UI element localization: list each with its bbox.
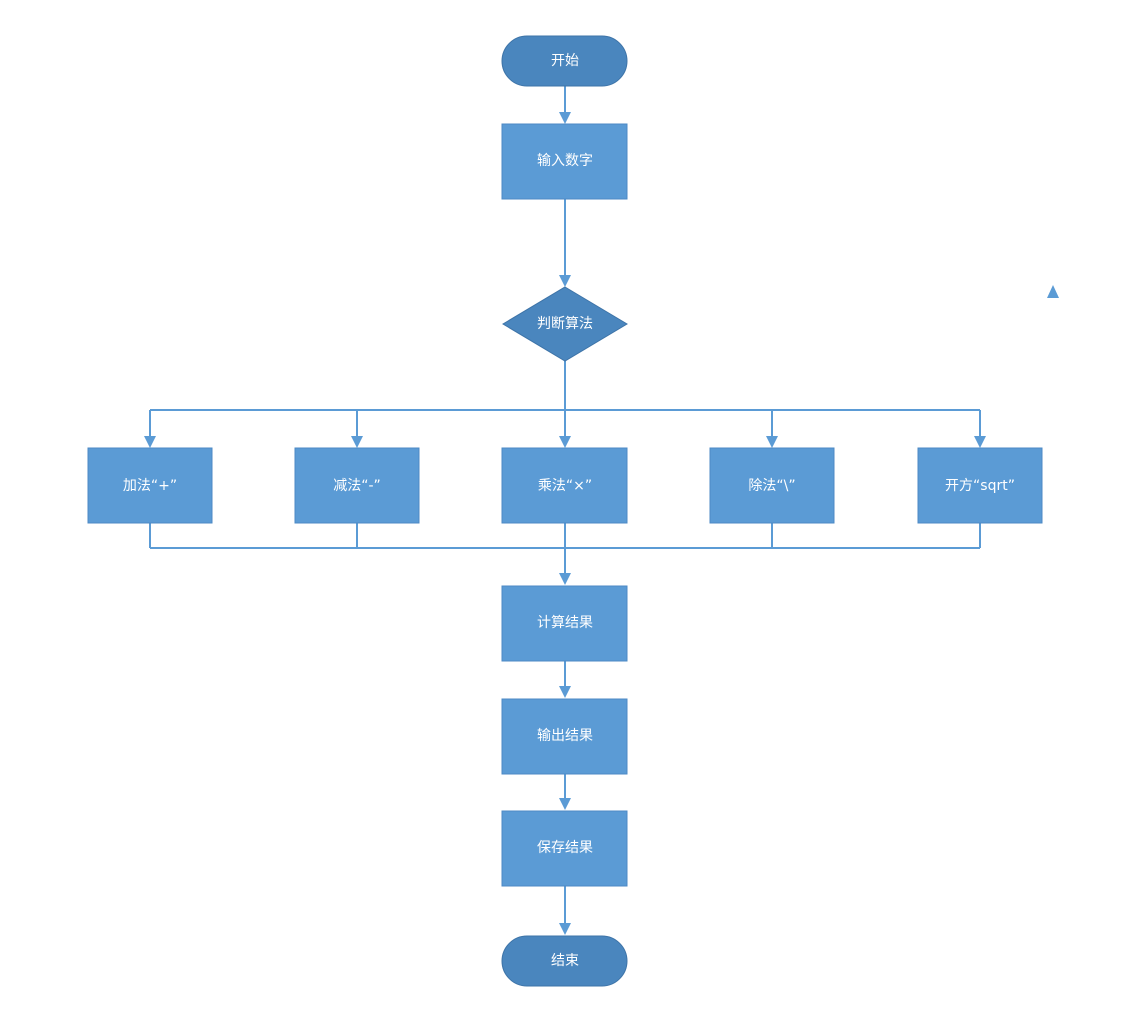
arrow-into-subtract xyxy=(351,436,363,448)
save-label: 保存结果 xyxy=(537,840,593,856)
end-label: 结束 xyxy=(551,953,579,969)
operation-multiply-node: 乘法“×” xyxy=(501,447,628,524)
input-label: 输入数字 xyxy=(537,153,593,169)
output-node: 输出结果 xyxy=(501,698,628,775)
stray-arrow-marker xyxy=(1047,285,1059,298)
operation-add-label: 加法“+” xyxy=(123,478,177,494)
save-node: 保存结果 xyxy=(501,810,628,887)
compute-node: 计算结果 xyxy=(501,585,628,662)
operation-subtract-node: 减法“-” xyxy=(294,447,420,524)
operation-subtract-label: 减法“-” xyxy=(333,478,381,494)
decision-node: 判断算法 xyxy=(502,286,628,362)
arrow-into-decision xyxy=(559,275,571,287)
arrow-into-input xyxy=(559,112,571,124)
operation-sqrt-label: 开方“sqrt” xyxy=(945,478,1015,494)
decision-label: 判断算法 xyxy=(537,316,593,332)
arrow-into-add xyxy=(144,436,156,448)
end-node: 结束 xyxy=(501,935,628,987)
connectors xyxy=(144,86,1059,935)
start-label: 开始 xyxy=(551,53,579,69)
start-node: 开始 xyxy=(501,35,628,87)
input-node: 输入数字 xyxy=(501,123,628,200)
arrow-into-output xyxy=(559,686,571,698)
arrow-into-multiply xyxy=(559,436,571,448)
arrow-into-end xyxy=(559,923,571,935)
compute-label: 计算结果 xyxy=(537,615,593,631)
operation-divide-label: 除法“\” xyxy=(748,478,795,494)
operation-divide-node: 除法“\” xyxy=(709,447,835,524)
operation-multiply-label: 乘法“×” xyxy=(538,478,592,494)
arrow-into-divide xyxy=(766,436,778,448)
output-label: 输出结果 xyxy=(537,728,593,744)
operation-sqrt-node: 开方“sqrt” xyxy=(917,447,1043,524)
arrow-into-save xyxy=(559,798,571,810)
arrow-into-sqrt xyxy=(974,436,986,448)
operation-add-node: 加法“+” xyxy=(87,447,213,524)
arrow-into-compute xyxy=(559,573,571,585)
